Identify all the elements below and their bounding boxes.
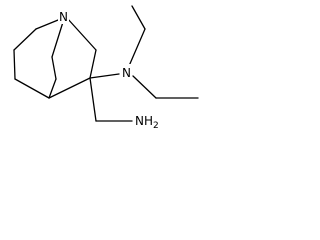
bond-c6-c7 <box>89 49 97 79</box>
bond-c5-c6 <box>48 77 91 99</box>
chemical-structure: N N NH2 <box>13 5 199 131</box>
bond-n2-ethyl-a <box>128 28 146 67</box>
bond-c2-c3 <box>13 28 37 51</box>
bond-c7-n1 <box>66 17 97 51</box>
bond-c8-c9 <box>51 56 57 80</box>
bond-c9-c5 <box>48 78 57 99</box>
bond-c3-c4 <box>13 49 16 80</box>
atom-label-amine-nitrogen: N <box>122 66 131 80</box>
bond-c6-ch2 <box>89 77 97 122</box>
atom-labels: N N NH2 <box>58 8 160 131</box>
atom-label-primary-amine-subscript: 2 <box>153 121 159 131</box>
atom-label-primary-amine: NH2 <box>135 114 159 131</box>
bond-c6-n2 <box>89 73 120 79</box>
atom-label-bridgehead-nitrogen: N <box>59 10 68 24</box>
bonds <box>13 5 199 122</box>
atom-label-primary-amine-text: NH <box>135 114 153 128</box>
bond-ethyl-a-ch3 <box>131 5 146 30</box>
bond-n2-ethyl-b <box>132 75 157 99</box>
bond-n1-c8 <box>51 21 64 58</box>
bond-c4-c5 <box>14 78 50 99</box>
